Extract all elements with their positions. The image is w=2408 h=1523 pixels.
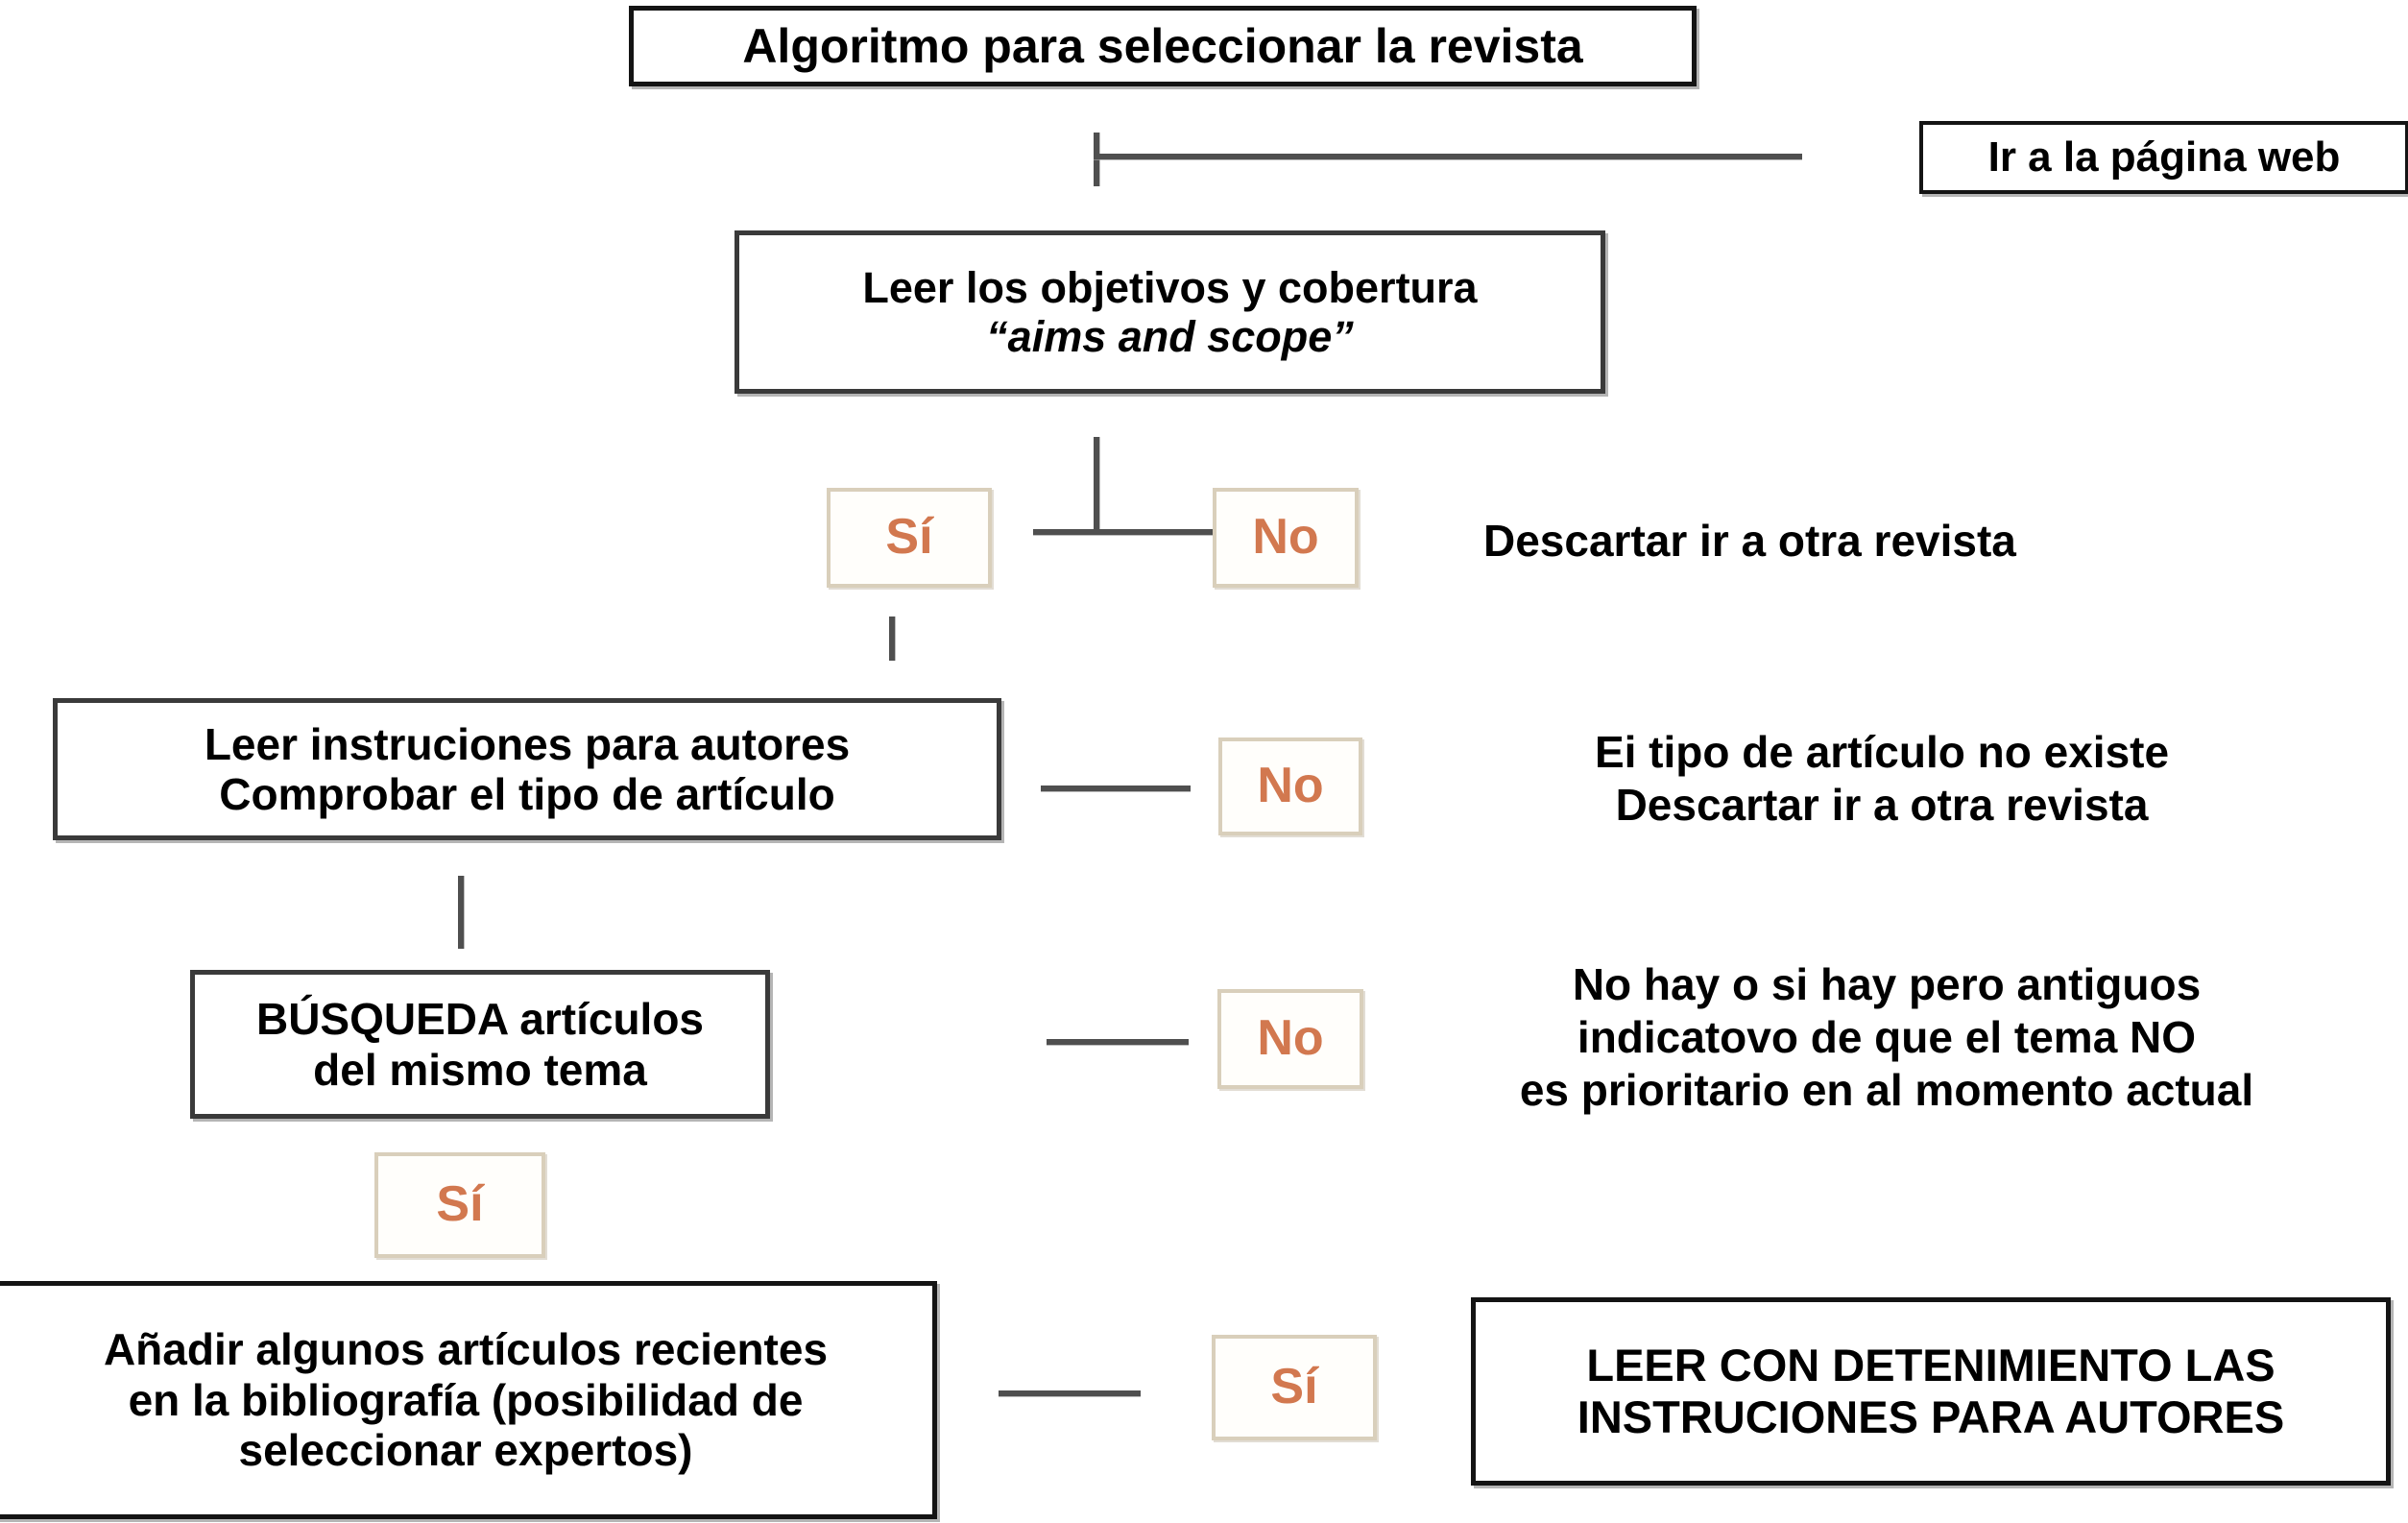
label-discard-1-line1: Descartar ir a otra revista [1483, 516, 2016, 566]
label-discard-2: Ei tipo de artículo no existe Descartar … [1431, 726, 2333, 832]
node-instructions-line1: Leer instruciones para autores [204, 718, 851, 769]
connector-title-vertical [1094, 133, 1099, 186]
node-decision-3-yes-label: Sí [436, 1176, 484, 1233]
node-search-line2: del mismo tema [313, 1044, 647, 1095]
node-decision-1-yes-label: Sí [885, 509, 933, 566]
node-decision-1-no-label: No [1252, 509, 1319, 566]
node-aims-scope-line2: “aims and scope” [986, 312, 1354, 361]
node-decision-4-yes-label: Sí [1270, 1359, 1318, 1415]
node-aims-scope-box[interactable]: Leer los objetivos y cobertura “aims and… [734, 230, 1605, 394]
connector-instructions-no [1041, 786, 1191, 791]
node-instructions-box[interactable]: Leer instruciones para autores Comprobar… [53, 698, 1001, 840]
node-add-refs-box[interactable]: Añadir algunos artículos recientes en la… [0, 1281, 937, 1519]
node-decision-3-yes[interactable]: Sí [374, 1152, 545, 1258]
node-decision-3-no[interactable]: No [1217, 989, 1363, 1089]
label-discard-3-line2: indicatovo de que el tema NO [1577, 1012, 2197, 1063]
node-decision-2-no-label: No [1257, 758, 1324, 814]
node-add-refs-line3: seleccionar expertos) [238, 1425, 693, 1476]
node-decision-4-yes[interactable]: Sí [1212, 1335, 1377, 1440]
node-read-instructions-line1: LEER CON DETENIMIENTO LAS [1586, 1340, 2276, 1391]
node-read-instructions-box[interactable]: LEER CON DETENIMIENTO LAS INSTRUCIONES P… [1471, 1297, 2391, 1486]
node-search-box[interactable]: BÚSQUEDA artículos del mismo tema [190, 970, 770, 1119]
label-discard-2-line1: Ei tipo de artículo no existe [1594, 727, 2170, 777]
connector-aims-vertical [1094, 437, 1099, 533]
node-instructions-line2: Comprobar el tipo de artículo [219, 769, 835, 819]
node-decision-2-no[interactable]: No [1218, 737, 1362, 835]
label-discard-3: No hay o si hay pero antiguos indicatovo… [1431, 958, 2343, 1118]
label-discard-3-line1: No hay o si hay pero antiguos [1572, 959, 2202, 1009]
connector-yes1-vertical [889, 616, 895, 661]
node-web-page-box[interactable]: Ir a la página web [1919, 121, 2408, 194]
node-title-label: Algoritmo para seleccionar la revista [742, 18, 1583, 73]
node-title-box[interactable]: Algoritmo para seleccionar la revista [629, 6, 1697, 86]
connector-add-refs-yes [999, 1390, 1141, 1396]
connector-web-horizontal [1094, 154, 1802, 159]
connector-search-no [1047, 1039, 1189, 1045]
node-decision-1-no[interactable]: No [1213, 488, 1359, 588]
label-discard-3-line3: es prioritario en al momento actual [1519, 1065, 2254, 1116]
node-aims-scope-line1: Leer los objetivos y cobertura [862, 262, 1478, 312]
node-decision-1-yes[interactable]: Sí [827, 488, 992, 588]
label-discard-2-line2: Descartar ir a otra revista [1615, 780, 2149, 831]
connector-decision1-crossbar [1033, 529, 1217, 535]
node-add-refs-line1: Añadir algunos artículos recientes [103, 1324, 829, 1375]
node-add-refs-line2: en la bibliografía (posibilidad de [128, 1374, 804, 1425]
node-decision-3-no-label: No [1257, 1010, 1324, 1067]
node-read-instructions-line2: INSTRUCIONES PARA AUTORES [1577, 1391, 2285, 1442]
node-web-page-label: Ir a la página web [1987, 133, 2341, 181]
label-discard-1: Descartar ir a otra revista [1483, 515, 2357, 568]
node-search-line1: BÚSQUEDA artículos [255, 994, 705, 1045]
connector-instructions-vertical [458, 876, 464, 949]
